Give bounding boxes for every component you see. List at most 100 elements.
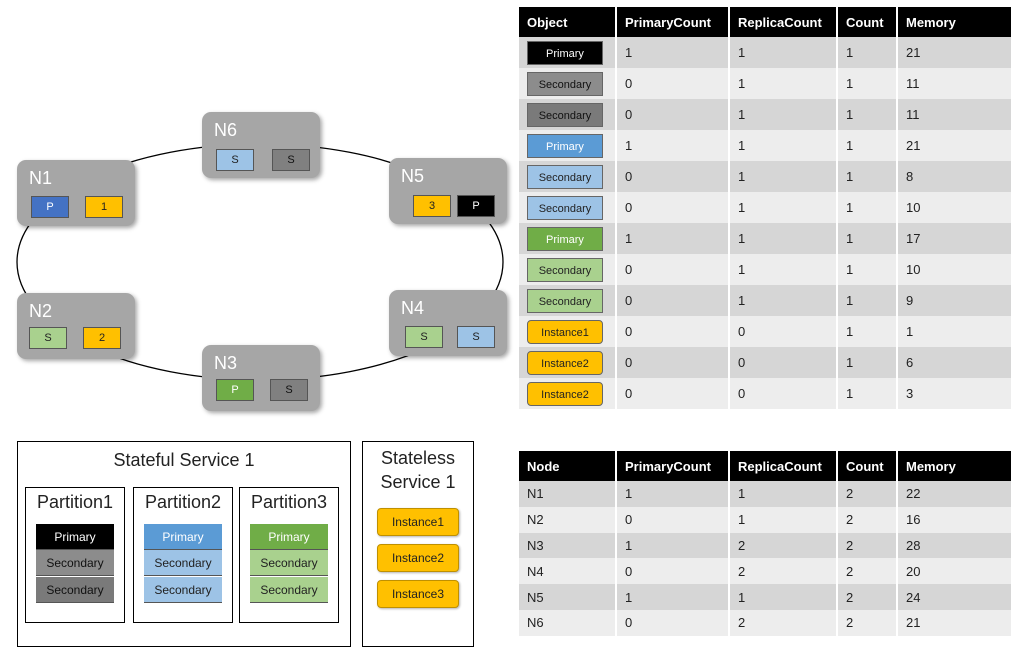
node-label: N5 — [401, 166, 425, 186]
replica-count-cell: 0 — [729, 316, 838, 347]
node-table: Node PrimaryCount ReplicaCount Count Mem… — [519, 451, 1013, 636]
primary-count-cell: 1 — [616, 481, 730, 507]
partition1-box: Partition1 Primary Secondary Secondary — [25, 487, 125, 623]
primary-count-cell: 0 — [616, 558, 730, 585]
replica-chip: P — [457, 195, 495, 217]
replica-count-cell: 1 — [729, 130, 838, 161]
node-n4: N4 S S — [389, 290, 507, 356]
count-cell: 2 — [837, 558, 898, 585]
object-swatch: Secondary — [527, 71, 603, 96]
object-swatch: Instance1 — [527, 319, 603, 344]
node-n2: N2 S 2 — [17, 293, 135, 359]
node-label: N2 — [29, 301, 53, 321]
primary-count-cell: 0 — [616, 347, 730, 378]
count-cell: 1 — [837, 161, 898, 192]
replica-count-cell: 1 — [729, 481, 838, 507]
replica-count-cell: 1 — [729, 192, 838, 223]
memory-cell: 22 — [897, 481, 1013, 507]
object-swatch: Secondary — [527, 164, 603, 189]
primary-count-cell: 0 — [616, 316, 730, 347]
node-label: N1 — [29, 168, 53, 188]
count-cell: 2 — [837, 532, 898, 559]
primary-count-cell: 0 — [616, 68, 730, 99]
replica-count-cell: 1 — [729, 254, 838, 285]
secondary-replica: Secondary — [250, 550, 328, 576]
replica-count-cell: 1 — [729, 223, 838, 254]
memory-cell: 8 — [897, 161, 1013, 192]
memory-cell: 6 — [897, 347, 1013, 378]
memory-cell: 21 — [897, 130, 1013, 161]
column-header: PrimaryCount — [616, 451, 730, 481]
count-cell: 1 — [837, 285, 898, 316]
instance-chip: 1 — [85, 196, 123, 218]
replica-count-cell: 2 — [729, 609, 838, 636]
object-swatch: Secondary — [527, 195, 603, 220]
secondary-replica: Secondary — [36, 577, 114, 603]
column-header: Count — [837, 7, 898, 37]
partition-title: Partition3 — [250, 492, 328, 512]
replica-count-cell: 0 — [729, 347, 838, 378]
count-cell: 1 — [837, 347, 898, 378]
primary-count-cell: 0 — [616, 506, 730, 533]
instance-chip: 3 — [413, 195, 451, 217]
replica-count-cell: 1 — [729, 506, 838, 533]
memory-cell: 21 — [897, 609, 1013, 636]
primary-count-cell: 1 — [616, 223, 730, 254]
node-cell: N5 — [519, 584, 617, 610]
object-swatch: Secondary — [527, 257, 603, 282]
replica-count-cell: 1 — [729, 37, 838, 68]
memory-cell: 11 — [897, 99, 1013, 130]
memory-cell: 21 — [897, 37, 1013, 68]
memory-cell: 16 — [897, 506, 1013, 533]
column-header: Memory — [897, 451, 1013, 481]
count-cell: 1 — [837, 316, 898, 347]
primary-count-cell: 1 — [616, 584, 730, 610]
partition3-box: Partition3 Primary Secondary Secondary — [239, 487, 339, 623]
object-swatch: Secondary — [527, 288, 603, 313]
node-label: N6 — [214, 120, 238, 140]
replica-chip: S — [405, 326, 443, 348]
replica-count-cell: 2 — [729, 532, 838, 559]
replica-chip: P — [31, 196, 69, 218]
column-header: Count — [837, 451, 898, 481]
primary-replica: Primary — [250, 524, 328, 550]
stateless-service-box: Stateless Service 1 Instance1 Instance2 … — [362, 441, 474, 647]
secondary-replica: Secondary — [144, 577, 222, 603]
stateful-service-title: Stateful Service 1 — [113, 450, 255, 470]
replica-chip: S — [216, 149, 254, 171]
column-header: PrimaryCount — [616, 7, 730, 37]
count-cell: 1 — [837, 192, 898, 223]
partition2-box: Partition2 Primary Secondary Secondary — [133, 487, 233, 623]
memory-cell: 11 — [897, 68, 1013, 99]
count-cell: 2 — [837, 506, 898, 533]
replica-count-cell: 1 — [729, 68, 838, 99]
object-swatch: Secondary — [527, 102, 603, 127]
stateless-service-title-line2: Service 1 — [380, 472, 456, 492]
node-n6: N6 S S — [202, 112, 320, 178]
replica-chip: S — [457, 326, 495, 348]
memory-cell: 9 — [897, 285, 1013, 316]
count-cell: 2 — [837, 609, 898, 636]
partition-title: Partition1 — [36, 492, 114, 512]
node-cell: N1 — [519, 481, 617, 507]
instance-box: Instance3 — [377, 580, 459, 608]
object-table: Object PrimaryCount ReplicaCount Count M… — [519, 7, 1013, 409]
column-header: Node — [519, 451, 617, 481]
column-header: ReplicaCount — [729, 451, 838, 481]
secondary-replica: Secondary — [36, 550, 114, 576]
memory-cell: 10 — [897, 192, 1013, 223]
object-swatch: Primary — [527, 40, 603, 65]
stateless-service-title-line1: Stateless — [380, 448, 456, 468]
replica-chip: P — [216, 379, 254, 401]
instance-box: Instance1 — [377, 508, 459, 536]
